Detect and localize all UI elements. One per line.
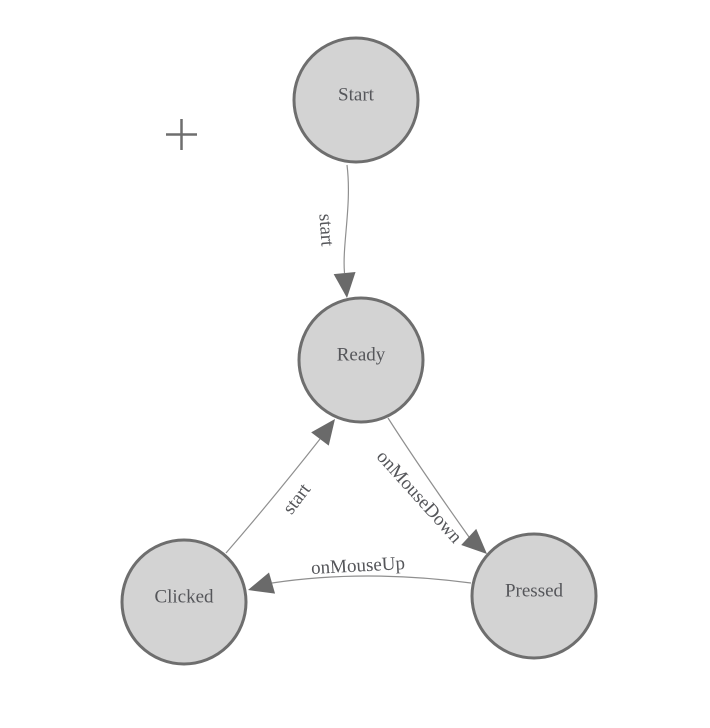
node-clicked-circle (120, 538, 248, 666)
edge-start-to-ready-arrowhead (333, 272, 356, 298)
node-ready-circle (297, 296, 425, 424)
edge-pressed-to-clicked-arrowhead (248, 572, 276, 594)
edge-ready-to-pressed-label: onMouseDown (372, 446, 466, 547)
edge-pressed-to-clicked[interactable]: onMouseUp (248, 553, 472, 594)
node-clicked[interactable]: Clicked (120, 538, 248, 666)
edge-ready-to-pressed[interactable]: onMouseDown (372, 417, 487, 554)
edge-clicked-to-ready-label: start (279, 479, 316, 518)
node-ready[interactable]: Ready (297, 296, 425, 424)
edge-pressed-to-clicked-label: onMouseUp (311, 553, 406, 579)
edge-clicked-to-ready-arrowhead (311, 419, 335, 446)
edge-clicked-to-ready-line (225, 438, 321, 554)
node-pressed-label: Pressed (505, 581, 564, 602)
edge-clicked-to-ready[interactable]: start (225, 419, 335, 554)
edge-ready-to-pressed-arrowhead (461, 528, 487, 554)
node-clicked-label: Clicked (154, 587, 214, 608)
node-ready-label: Ready (337, 345, 386, 366)
crosshair-cursor (166, 119, 197, 150)
node-pressed-circle (470, 532, 598, 660)
edge-start-to-ready-line (343, 164, 350, 274)
node-pressed[interactable]: Pressed (470, 532, 598, 660)
node-start-label: Start (338, 85, 375, 106)
edge-pressed-to-clicked-line (271, 575, 472, 584)
edge-start-to-ready[interactable]: start (314, 164, 356, 298)
edge-start-to-ready-label: start (314, 213, 337, 248)
edge-ready-to-pressed-line (387, 417, 470, 538)
node-start[interactable]: Start (292, 36, 420, 164)
node-start-circle (292, 36, 420, 164)
